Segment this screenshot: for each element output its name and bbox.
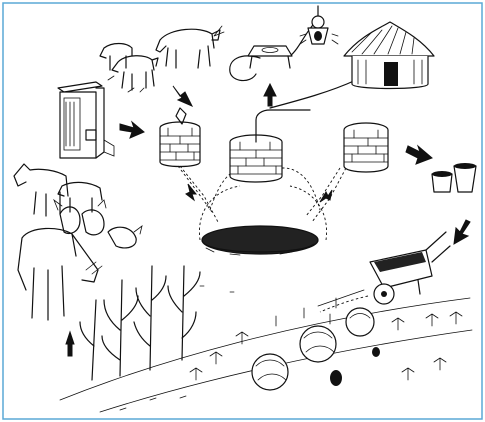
- arrow-icon: [119, 120, 145, 139]
- livestock-icon: [13, 163, 143, 321]
- hut-icon: [343, 21, 435, 90]
- arrow-icon: [263, 82, 277, 107]
- inlet-tank-icon: [159, 107, 201, 168]
- slurry-buckets-icon: [431, 163, 477, 193]
- gas-pipe: [229, 55, 261, 82]
- gas-stove-icon: [247, 45, 293, 69]
- biogas-digester-icon: [198, 109, 327, 256]
- arrow-icon: [453, 219, 471, 245]
- gas-pipe: [269, 79, 357, 109]
- arrow-icon: [319, 189, 333, 203]
- manure-trail: [317, 289, 365, 307]
- arrow-icon: [172, 85, 194, 107]
- arrow-icon: [405, 144, 433, 165]
- outlet-pipe: [311, 167, 347, 223]
- ground-texture: [119, 285, 235, 411]
- manure-trail: [319, 295, 369, 313]
- gas-lamp-icon: [299, 5, 339, 45]
- inlet-pipe: [177, 165, 213, 213]
- outlet-tank-icon: [343, 122, 389, 173]
- arrow-icon: [65, 330, 75, 357]
- latrine-icon: [57, 81, 115, 159]
- outlet-pipe: [305, 167, 341, 217]
- wheelbarrow-icon: [369, 231, 451, 305]
- cattle-icon: [99, 25, 225, 93]
- crop-field-icon: [59, 265, 473, 413]
- arrow-icon: [185, 183, 198, 202]
